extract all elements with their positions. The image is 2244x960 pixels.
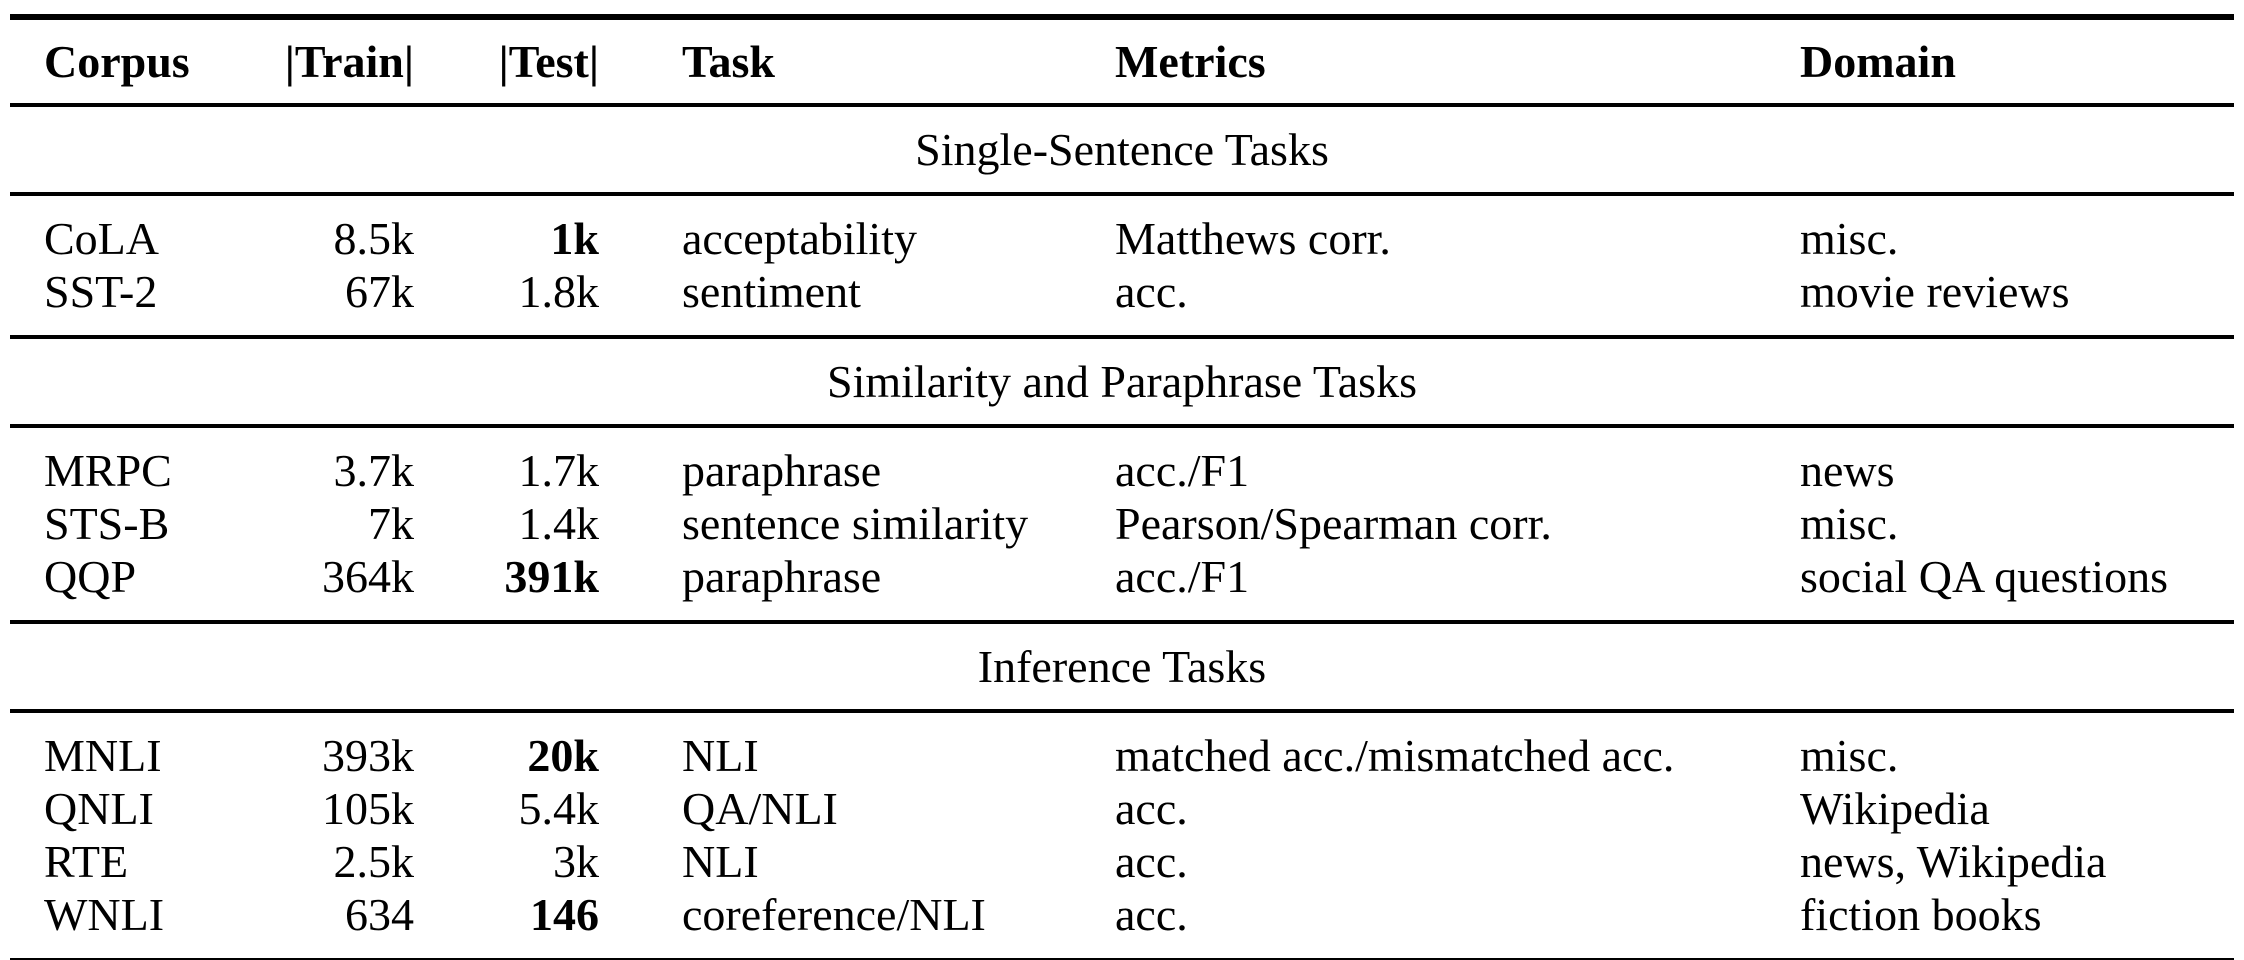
cell-corpus: QQP [44,550,137,602]
cell-train: 634 [345,888,414,940]
cell-task: paraphrase [682,550,882,602]
cell-metrics: acc. [1115,782,1188,834]
glue-benchmark-table: Corpus |Train| |Test| Task Metrics Domain Sin… [10,14,2234,960]
column-header-test: |Test| [498,35,599,87]
column-header-metrics: Metrics [1115,35,1266,87]
cell-train: 7k [368,497,414,549]
table-row-cola: CoLA 8.5k 1k acceptability Matthews corr. mis… [10,194,2234,265]
cell-metrics: acc./F1 [1115,444,1250,496]
table-header-row: Corpus |Train| |Test| Task Metrics Domain [10,17,2234,105]
cell-task: NLI [682,835,759,887]
cell-corpus: MNLI [44,729,162,781]
cell-domain: movie reviews [1800,265,2070,317]
cell-domain: fiction books [1800,888,2042,940]
cell-test: 1.4k [518,497,600,549]
column-header-domain: Domain [1800,35,1956,87]
cell-test: 5.4k [518,782,600,834]
section-title-row: Similarity and Paraphrase Tasks [10,337,2234,426]
table-row-mrpc: MRPC 3.7k 1.7k paraphrase acc./F1 news [10,426,2234,497]
column-header-train: |Train| [284,35,414,87]
cell-domain: social QA questions [1800,550,2168,602]
table-row-qqp: QQP 364k 391k paraphrase acc./F1 social QA qu… [10,550,2234,622]
cell-test: 391k [504,550,599,602]
cell-train: 3.7k [333,444,415,496]
column-header-task: Task [682,35,775,87]
cell-metrics: Pearson/Spearman corr. [1115,497,1552,549]
cell-metrics: matched acc./mismatched acc. [1115,729,1675,781]
cell-train: 105k [322,782,414,834]
cell-domain: misc. [1800,729,1899,781]
cell-test: 1k [550,212,599,264]
cell-metrics: acc. [1115,265,1188,317]
cell-task: NLI [682,729,759,781]
cell-task: sentiment [682,265,861,317]
table-row-wnli: WNLI 634 146 coreference/NLI acc. fiction boo… [10,888,2234,960]
cell-domain: Wikipedia [1800,782,1990,834]
cell-corpus: QNLI [44,782,154,834]
table-row-mnli: MNLI 393k 20k NLI matched acc./mismatched ac… [10,711,2234,782]
cell-metrics: acc. [1115,835,1188,887]
cell-corpus: SST-2 [44,265,158,317]
cell-task: acceptability [682,212,917,264]
table-row-rte: RTE 2.5k 3k NLI acc. news, Wikipedia [10,835,2234,888]
section-title: Similarity and Paraphrase Tasks [827,355,1417,407]
table-row-sst-2: SST-2 67k 1.8k sentiment acc. movie reviews [10,265,2234,337]
column-header-corpus: Corpus [44,35,190,87]
cell-train: 67k [345,265,414,317]
cell-test: 20k [527,729,599,781]
table-header: Corpus |Train| |Test| Task Metrics Domain [10,17,2234,105]
cell-task: QA/NLI [682,782,838,834]
cell-task: sentence similarity [682,497,1029,549]
cell-corpus: MRPC [44,444,172,496]
cell-task: paraphrase [682,444,882,496]
cell-corpus: WNLI [44,888,165,940]
cell-test: 1.8k [518,265,600,317]
cell-test: 3k [553,835,599,887]
cell-task: coreference/NLI [682,888,986,940]
cell-corpus: CoLA [44,212,159,264]
section-title: Inference Tasks [977,640,1267,692]
section-title: Single-Sentence Tasks [915,123,1329,175]
cell-train: 2.5k [333,835,415,887]
cell-metrics: Matthews corr. [1115,212,1391,264]
cell-metrics: acc. [1115,888,1188,940]
cell-metrics: acc./F1 [1115,550,1250,602]
cell-domain: news, Wikipedia [1800,835,2107,887]
table-row-qnli: QNLI 105k 5.4k QA/NLI acc. Wikipedia [10,782,2234,835]
cell-train: 393k [322,729,414,781]
cell-domain: misc. [1800,212,1899,264]
section-title-row: Single-Sentence Tasks [10,105,2234,194]
cell-train: 364k [322,550,414,602]
cell-corpus: RTE [44,835,129,887]
cell-test: 1.7k [518,444,600,496]
cell-train: 8.5k [333,212,415,264]
cell-domain: misc. [1800,497,1899,549]
cell-domain: news [1800,444,1895,496]
table-row-sts-b: STS-B 7k 1.4k sentence similarity Pearson/Sp… [10,497,2234,550]
section-title-row: Inference Tasks [10,622,2234,711]
cell-corpus: STS-B [44,497,170,549]
cell-test: 146 [530,888,599,940]
